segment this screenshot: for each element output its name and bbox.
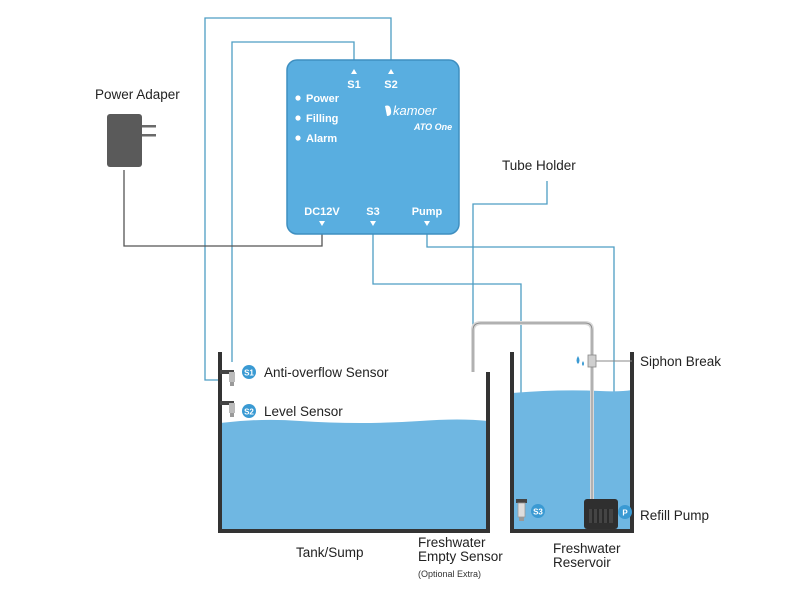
s3-sensor-wire [372, 230, 522, 500]
reservoir-label-line2: Reservoir [553, 555, 611, 570]
alarm-led-icon [295, 135, 301, 141]
tank-water [220, 419, 488, 531]
s3-port-label: S3 [366, 206, 379, 218]
power-led-icon [295, 95, 301, 101]
s2-badge-text: S2 [244, 408, 254, 417]
s2-port-label: S2 [384, 79, 397, 91]
refill-tube-outline [472, 322, 593, 500]
freshwater-reservoir [510, 352, 634, 533]
reservoir-water [512, 390, 632, 531]
pump-badge-text: P [622, 509, 628, 518]
filling-led-icon [295, 115, 301, 121]
pump-cable [426, 230, 615, 500]
level-sensor-icon [220, 401, 235, 417]
filling-indicator-label: Filling [306, 113, 338, 125]
level-sensor-label: Level Sensor [264, 404, 343, 419]
siphon-break-label: Siphon Break [640, 354, 721, 369]
pump-port-arrow-icon [424, 221, 430, 226]
power-cable [123, 170, 323, 247]
tank-sump-label: Tank/Sump [296, 545, 364, 560]
dc12v-port-arrow-icon [319, 221, 325, 226]
s2-badge [242, 404, 256, 418]
refill-pump-label: Refill Pump [640, 508, 709, 523]
pump-port-label: Pump [412, 206, 443, 218]
empty-sensor-icon [516, 499, 527, 521]
ato-controller: S1 S2 Power Filling Alarm kamoer ATO One… [286, 59, 460, 235]
s1-badge [242, 365, 256, 379]
model-name: ATO One [413, 122, 452, 132]
tube-holder-lead [472, 181, 548, 330]
power-adapter-label: Power Adaper [95, 87, 180, 102]
tube-holder-label: Tube Holder [502, 158, 576, 173]
s1-sensor-wire [231, 41, 355, 362]
tank-sump [218, 352, 490, 533]
refill-pump-icon [584, 499, 618, 529]
pump-badge [618, 505, 632, 519]
anti-overflow-sensor-icon [220, 370, 235, 386]
anti-overflow-sensor-label: Anti-overflow Sensor [264, 365, 389, 380]
s3-port-arrow-icon [370, 221, 376, 226]
s1-port-label: S1 [347, 79, 360, 91]
s2-sensor-wire [204, 17, 392, 381]
dc12v-port-label: DC12V [304, 206, 340, 218]
s3-badge [531, 504, 545, 518]
brand-name: kamoer [393, 103, 437, 118]
alarm-indicator-label: Alarm [306, 133, 337, 145]
s3-badge-text: S3 [533, 508, 543, 517]
empty-sensor-note: (Optional Extra) [418, 569, 481, 579]
empty-sensor-label-line2: Empty Sensor [418, 549, 503, 564]
empty-sensor-label-line1: Freshwater [418, 535, 486, 550]
power-indicator-label: Power [306, 93, 340, 105]
kamoer-logo-icon [385, 105, 392, 116]
reservoir-label-line1: Freshwater [553, 541, 621, 556]
s1-badge-text: S1 [244, 369, 254, 378]
s2-port-arrow-icon [388, 69, 394, 74]
s1-port-arrow-icon [351, 69, 357, 74]
power-adapter-icon [107, 114, 156, 167]
siphon-break-icon [576, 354, 597, 368]
